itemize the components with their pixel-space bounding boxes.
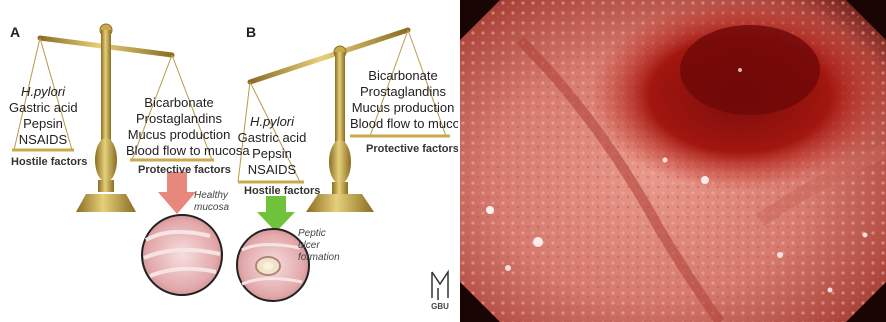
protective-factor: Mucus production — [126, 127, 232, 143]
logo-mark — [432, 272, 448, 300]
protective-factor: Prostaglandins — [126, 111, 232, 127]
panel-b-protective-list: Bicarbonate Prostaglandins Mucus product… — [350, 68, 456, 132]
hostile-factor: NSAIDS — [9, 132, 77, 148]
hostile-factor: Gastric acid — [234, 130, 310, 146]
hostile-factor: Pepsin — [9, 116, 77, 132]
endoscopy-illustration — [460, 0, 886, 322]
hostile-factor: H.pylori — [234, 114, 310, 130]
healthy-mucosa-illustration — [142, 215, 222, 295]
scale-diagram-panel: A H.pylori Gastric acid Pepsin NSAIDS Ho… — [0, 0, 458, 322]
scale-b-knob — [329, 140, 351, 184]
scale-a-knob — [95, 138, 117, 182]
arrow-healthy — [158, 172, 196, 214]
panel-a-hostile-list: H.pylori Gastric acid Pepsin NSAIDS — [9, 84, 77, 148]
scale-a-post — [101, 30, 111, 148]
healthy-mucosa-label: Healthy mucosa — [194, 190, 240, 214]
protective-factor: Bicarbonate — [126, 95, 232, 111]
hostile-factor: Gastric acid — [9, 100, 77, 116]
panel-b-letter: B — [246, 24, 256, 40]
protective-factor: Blood flow to mucosa — [350, 116, 456, 132]
protective-factor: Bicarbonate — [350, 68, 456, 84]
scale-b-post — [335, 52, 345, 152]
panel-a-protective-list: Bicarbonate Prostaglandins Mucus product… — [126, 95, 232, 159]
panel-a-letter: A — [10, 24, 20, 40]
panel-b-hostile-list: H.pylori Gastric acid Pepsin NSAIDS — [234, 114, 310, 178]
panel-a-hostile-caption: Hostile factors — [11, 156, 87, 168]
panel-a-protective-caption: Protective factors — [138, 164, 231, 176]
arrow-ulcer — [257, 196, 295, 232]
hostile-factor: NSAIDS — [234, 162, 310, 178]
peptic-ulcer-label: Peptic ulcer formation — [298, 228, 350, 264]
hostile-factor: H.pylori — [9, 84, 77, 100]
protective-factor: Mucus production — [350, 100, 456, 116]
protective-factor: Prostaglandins — [350, 84, 456, 100]
scale-a-base — [76, 194, 136, 212]
panel-b-hostile-caption: Hostile factors — [244, 185, 320, 197]
hostile-factor: Pepsin — [234, 146, 310, 162]
endoscopy-image — [460, 0, 886, 322]
panel-b-protective-caption: Protective factors — [366, 143, 458, 155]
protective-factor: Blood flow to mucosa — [126, 143, 232, 159]
logo-text: GBU — [426, 302, 454, 311]
